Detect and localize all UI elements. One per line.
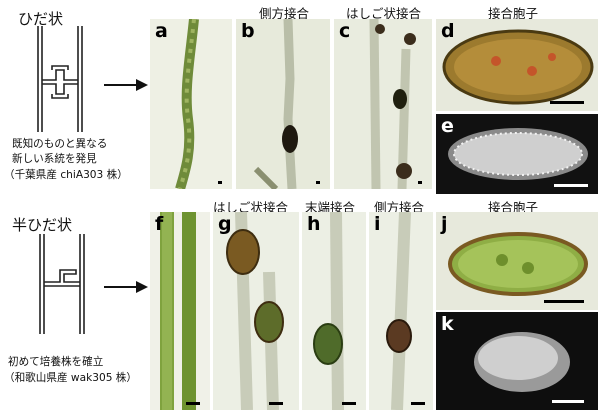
- micrograph-panel-e: e: [436, 114, 598, 194]
- header-zygospore-bottom: 接合胞子: [488, 200, 539, 215]
- scale-bar-k: [552, 400, 584, 403]
- header-zygospore-top: 接合胞子: [488, 6, 539, 21]
- panel-letter-h: h: [307, 213, 321, 235]
- micrograph-panel-c: c: [334, 19, 432, 189]
- micrograph-panel-d: d: [436, 19, 598, 111]
- scale-bar-j: [544, 300, 584, 303]
- bottom-description-2: （和歌山県産 wak305 株）: [4, 372, 137, 384]
- header-scalariform-conjugation-top: はしご状接合: [346, 6, 422, 21]
- header-lateral-conjugation-top: 側方接合: [259, 6, 310, 21]
- micrograph-panel-k: k: [436, 312, 598, 410]
- scale-bar-g: [269, 402, 283, 405]
- scale-bar-i: [411, 402, 425, 405]
- panel-letter-k: k: [441, 313, 454, 335]
- bottom-type-label: 半ひだ状: [12, 216, 73, 234]
- panel-letter-d: d: [441, 20, 455, 42]
- header-lateral-conjugation-bottom: 側方接合: [374, 200, 425, 215]
- panel-letter-f: f: [155, 213, 164, 235]
- panel-letter-g: g: [218, 213, 232, 235]
- micrograph-panel-i: i: [369, 212, 433, 410]
- micrograph-panel-a: a: [150, 19, 232, 189]
- micrograph-panel-g: g: [213, 212, 299, 410]
- top-type-label: ひだ状: [18, 10, 64, 28]
- scale-bar-c: [418, 181, 422, 184]
- scale-bar-h: [342, 402, 356, 405]
- scale-bar-a: [218, 181, 222, 184]
- micrograph-panel-h: h: [302, 212, 366, 410]
- micrograph-panel-f: f: [150, 212, 210, 410]
- panel-letter-i: i: [374, 213, 381, 235]
- panel-letter-b: b: [241, 20, 255, 42]
- panel-letter-j: j: [441, 213, 448, 235]
- top-description-2: 新しい系統を発見: [12, 153, 97, 165]
- septum-schematic-icon: [37, 26, 83, 132]
- septum-schematic-icon: [39, 234, 85, 334]
- micrograph-panel-j: j: [436, 212, 598, 310]
- scale-bar-b: [316, 181, 320, 184]
- scale-bar-e: [554, 184, 588, 187]
- panel-letter-a: a: [155, 20, 168, 42]
- panel-letter-e: e: [441, 115, 454, 137]
- arrow-right-icon: [104, 281, 148, 293]
- micrograph-panel-b: b: [236, 19, 330, 189]
- top-description-3: （千葉県産 chiA303 株）: [4, 169, 128, 181]
- bottom-description-1: 初めて培養株を確立: [8, 356, 104, 368]
- header-terminal-conjugation: 末端接合: [305, 200, 356, 215]
- arrow-right-icon: [104, 79, 148, 91]
- panel-letter-c: c: [339, 20, 351, 42]
- top-description-1: 既知のものと異なる: [12, 138, 108, 150]
- header-scalariform-conjugation-bottom: はしご状接合: [213, 200, 289, 215]
- scale-bar-d: [550, 101, 584, 104]
- scale-bar-f: [186, 402, 200, 405]
